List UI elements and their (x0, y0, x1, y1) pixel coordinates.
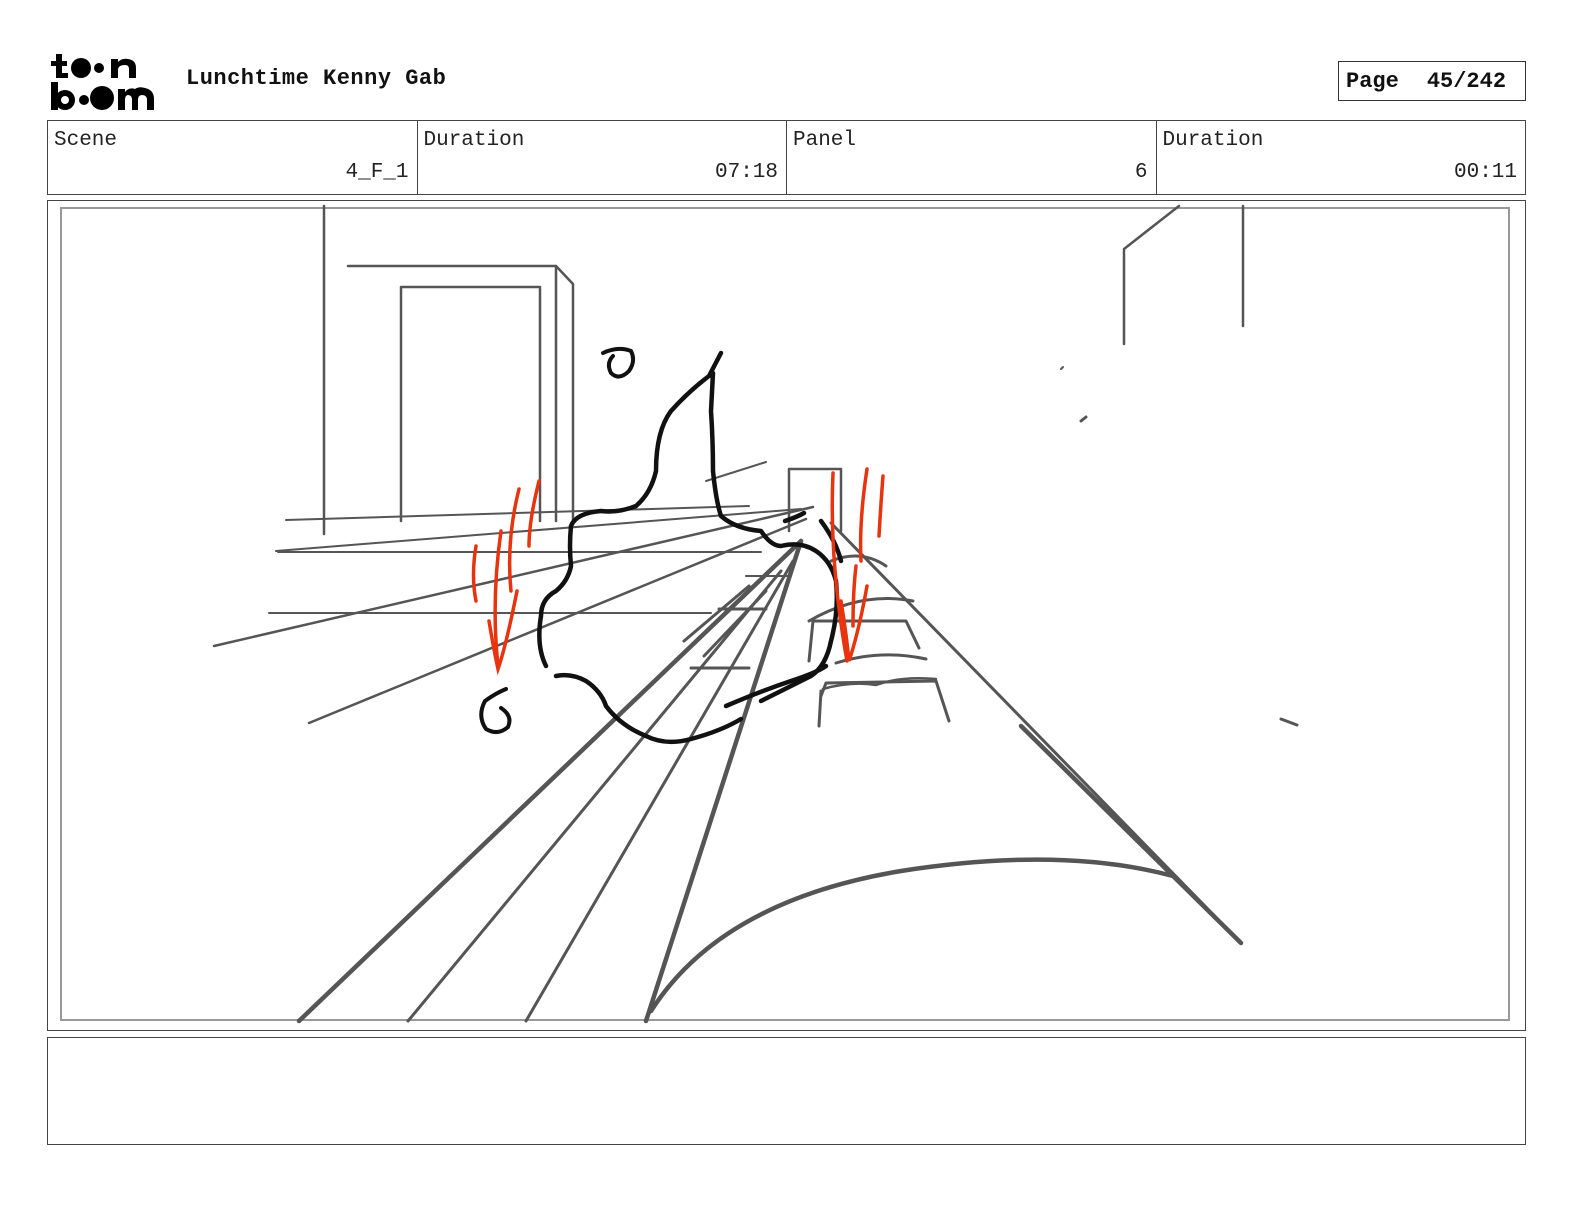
scene-cell: Scene 4_F_1 (48, 121, 418, 194)
panel-duration-value: 00:11 (1453, 161, 1517, 184)
panel-sketch (60, 204, 1510, 1024)
scene-duration-label: Duration (423, 129, 525, 152)
panel-cell: Panel 6 (787, 121, 1157, 194)
scene-label: Scene (54, 129, 118, 152)
panel-duration-label: Duration (1162, 129, 1264, 152)
background-lines (212, 204, 1299, 1024)
scene-duration-value: 07:18 (714, 161, 778, 184)
panel-duration-cell: Duration 00:11 (1157, 121, 1526, 194)
page-indicator: Page 45/242 (1338, 61, 1526, 101)
storyboard-panel (47, 200, 1526, 1031)
panel-label: Panel (793, 129, 857, 152)
toon-boom-logo (51, 54, 154, 110)
panel-value: 6 (1134, 161, 1148, 184)
scene-value: 4_F_1 (345, 161, 409, 184)
project-title: Lunchtime Kenny Gab (186, 66, 447, 91)
page-number: 45/242 (1426, 68, 1507, 94)
camera-frame (60, 207, 1510, 1021)
panel-notes-box (47, 1037, 1526, 1145)
page-label: Page (1346, 68, 1399, 94)
motion-lines (471, 467, 885, 676)
character-sketch (479, 346, 844, 745)
scene-duration-cell: Duration 07:18 (418, 121, 787, 194)
scene-info-table: Scene 4_F_1 Duration 07:18 Panel 6 Durat… (47, 120, 1526, 195)
